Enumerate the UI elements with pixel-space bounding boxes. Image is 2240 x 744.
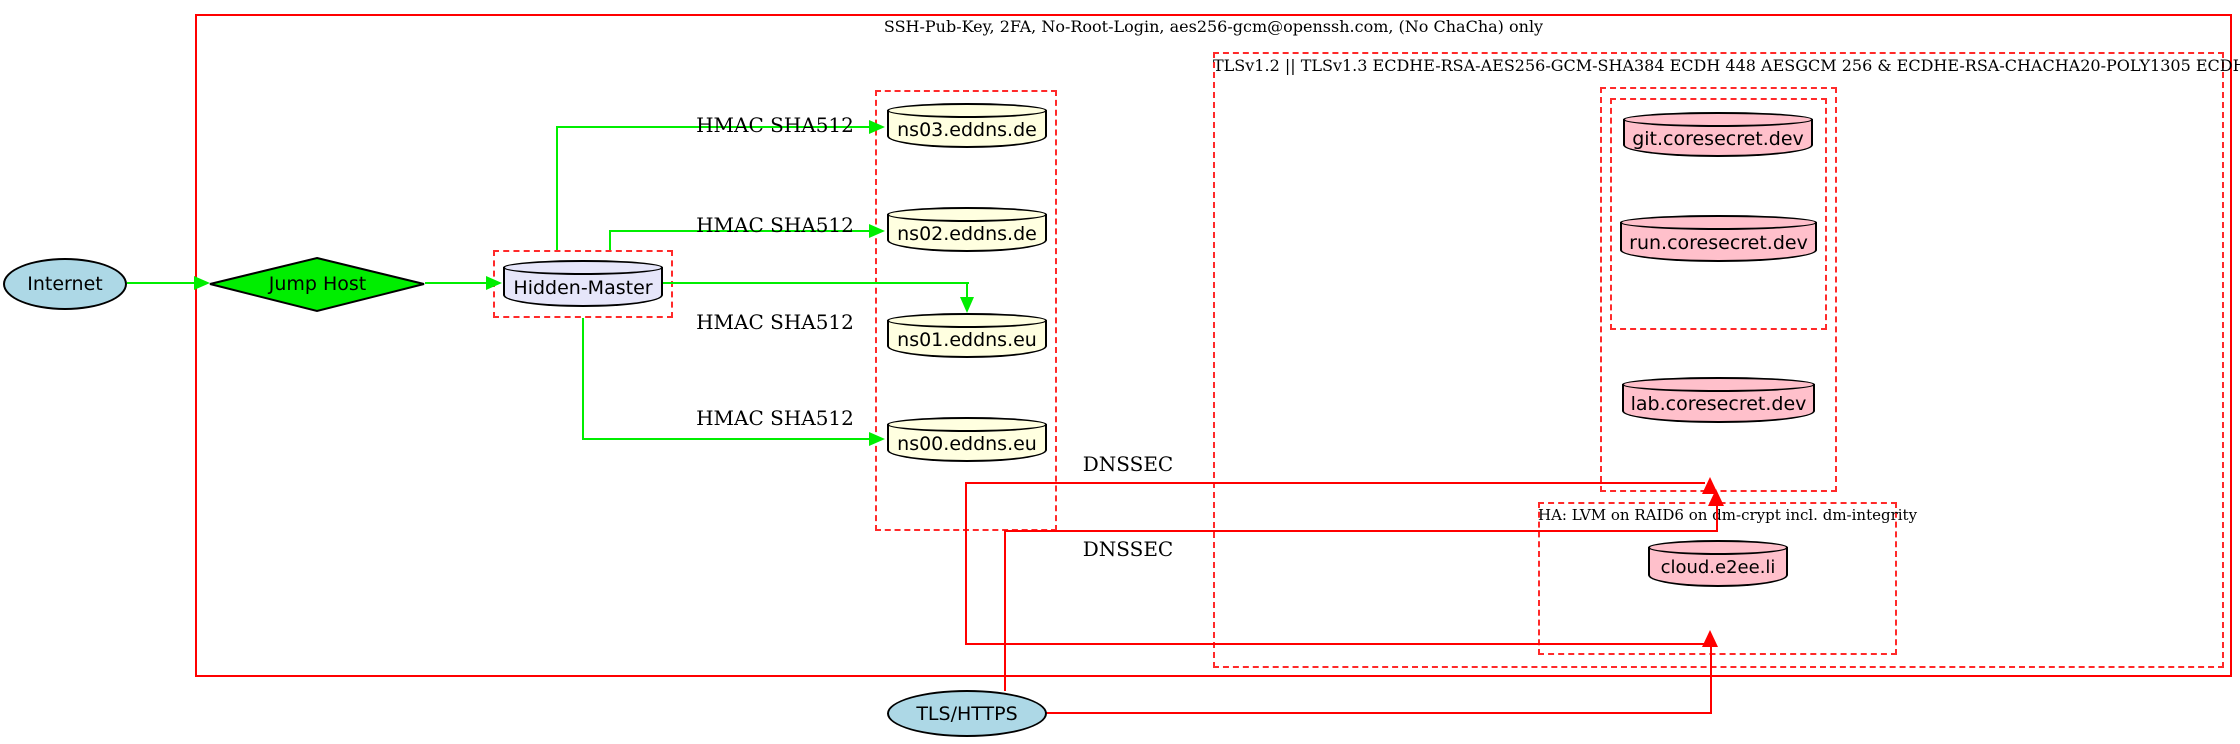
- node-jump-host: [209, 256, 425, 313]
- node-git: git.coresecret.dev: [1623, 112, 1813, 157]
- node-cloud: cloud.e2ee.li: [1648, 540, 1788, 587]
- node-jump-host-label: Jump Host: [268, 273, 367, 295]
- edge-internet-jumphost: [127, 282, 197, 284]
- node-run: run.coresecret.dev: [1620, 215, 1817, 262]
- edge-dnssec1-horizontal: [965, 482, 1705, 484]
- node-run-label: run.coresecret.dev: [1629, 231, 1808, 254]
- node-cloud-label: cloud.e2ee.li: [1660, 557, 1776, 578]
- arrowhead-ns02: [869, 224, 885, 238]
- node-lab: lab.coresecret.dev: [1622, 377, 1815, 423]
- edge-hm-ns01-vertical: [966, 282, 968, 298]
- edge-hm-ns00-vertical: [582, 318, 584, 440]
- tls-zone-box: [1213, 52, 2224, 668]
- node-ns00: ns00.eddns.eu: [887, 417, 1047, 462]
- node-hidden-master-label: Hidden-Master: [513, 276, 653, 299]
- node-tls-https: TLS/HTTPS: [887, 690, 1047, 737]
- arrowhead-lab-cluster-2: [1708, 489, 1724, 506]
- arrowhead-ha-cluster: [1702, 630, 1718, 647]
- ssh-zone-box: [195, 14, 2232, 677]
- node-ns02: ns02.eddns.de: [887, 207, 1047, 252]
- node-lab-label: lab.coresecret.dev: [1630, 393, 1807, 415]
- edge-tls-lab-horizontal: [1004, 530, 1718, 532]
- edge-jumphost-hiddenmaster: [425, 282, 487, 284]
- edge-tls-ha-horizontal: [1046, 712, 1712, 714]
- node-ns01-label: ns01.eddns.eu: [897, 328, 1037, 351]
- node-git-label: git.coresecret.dev: [1632, 127, 1804, 150]
- coresecret-inner-box: [1610, 98, 1827, 330]
- ssh-zone-label: SSH-Pub-Key, 2FA, No-Root-Login, aes256-…: [883, 17, 1544, 36]
- edge-tls-ha-vertical: [1710, 645, 1712, 714]
- node-tls-https-label: TLS/HTTPS: [916, 702, 1018, 725]
- edge-label-dnssec-1: DNSSEC: [1082, 452, 1174, 476]
- node-ns00-label: ns00.eddns.eu: [897, 432, 1037, 455]
- edge-dnssec2-horizontal: [965, 643, 1713, 645]
- edge-hm-ns02-horizontal: [609, 230, 870, 232]
- tls-zone-label: TLSv1.2 || TLSv1.3 ECDHE-RSA-AES256-GCM-…: [1213, 56, 2240, 75]
- edge-hm-ns03-horizontal: [556, 126, 870, 128]
- node-ns01: ns01.eddns.eu: [887, 313, 1047, 358]
- edge-label-hmac-ns00: HMAC SHA512: [696, 406, 854, 430]
- node-ns03: ns03.eddns.de: [887, 103, 1047, 148]
- edge-label-dnssec-2: DNSSEC: [1082, 537, 1174, 561]
- edge-tls-lab-vertical2: [1716, 505, 1718, 531]
- arrowhead-internet-jumphost: [194, 276, 210, 290]
- edge-hm-ns00-horizontal: [582, 438, 870, 440]
- ha-zone-label: HA: LVM on RAID6 on dm-crypt incl. dm-in…: [1538, 506, 1918, 524]
- edge-label-hmac-ns01: HMAC SHA512: [696, 310, 854, 334]
- edge-label-hmac-ns03: HMAC SHA512: [696, 113, 854, 137]
- node-ns03-label: ns03.eddns.de: [897, 118, 1037, 141]
- node-hidden-master: Hidden-Master: [503, 260, 663, 307]
- edge-dnssec1-vertical: [965, 483, 967, 645]
- edge-hm-ns03-vertical: [556, 127, 558, 250]
- edge-hm-ns01-horizontal: [663, 282, 969, 284]
- edge-label-hmac-ns02: HMAC SHA512: [696, 213, 854, 237]
- node-ns02-label: ns02.eddns.de: [897, 222, 1037, 245]
- arrowhead-jumphost-hiddenmaster: [486, 276, 502, 290]
- node-internet: Internet: [3, 258, 127, 310]
- node-internet-label: Internet: [27, 273, 103, 295]
- edge-hm-ns02-vertical: [609, 231, 611, 250]
- arrowhead-ns03: [869, 120, 885, 134]
- arrowhead-ns01: [960, 297, 974, 313]
- arrowhead-ns00: [869, 432, 885, 446]
- edge-tls-lab-vertical: [1004, 531, 1006, 691]
